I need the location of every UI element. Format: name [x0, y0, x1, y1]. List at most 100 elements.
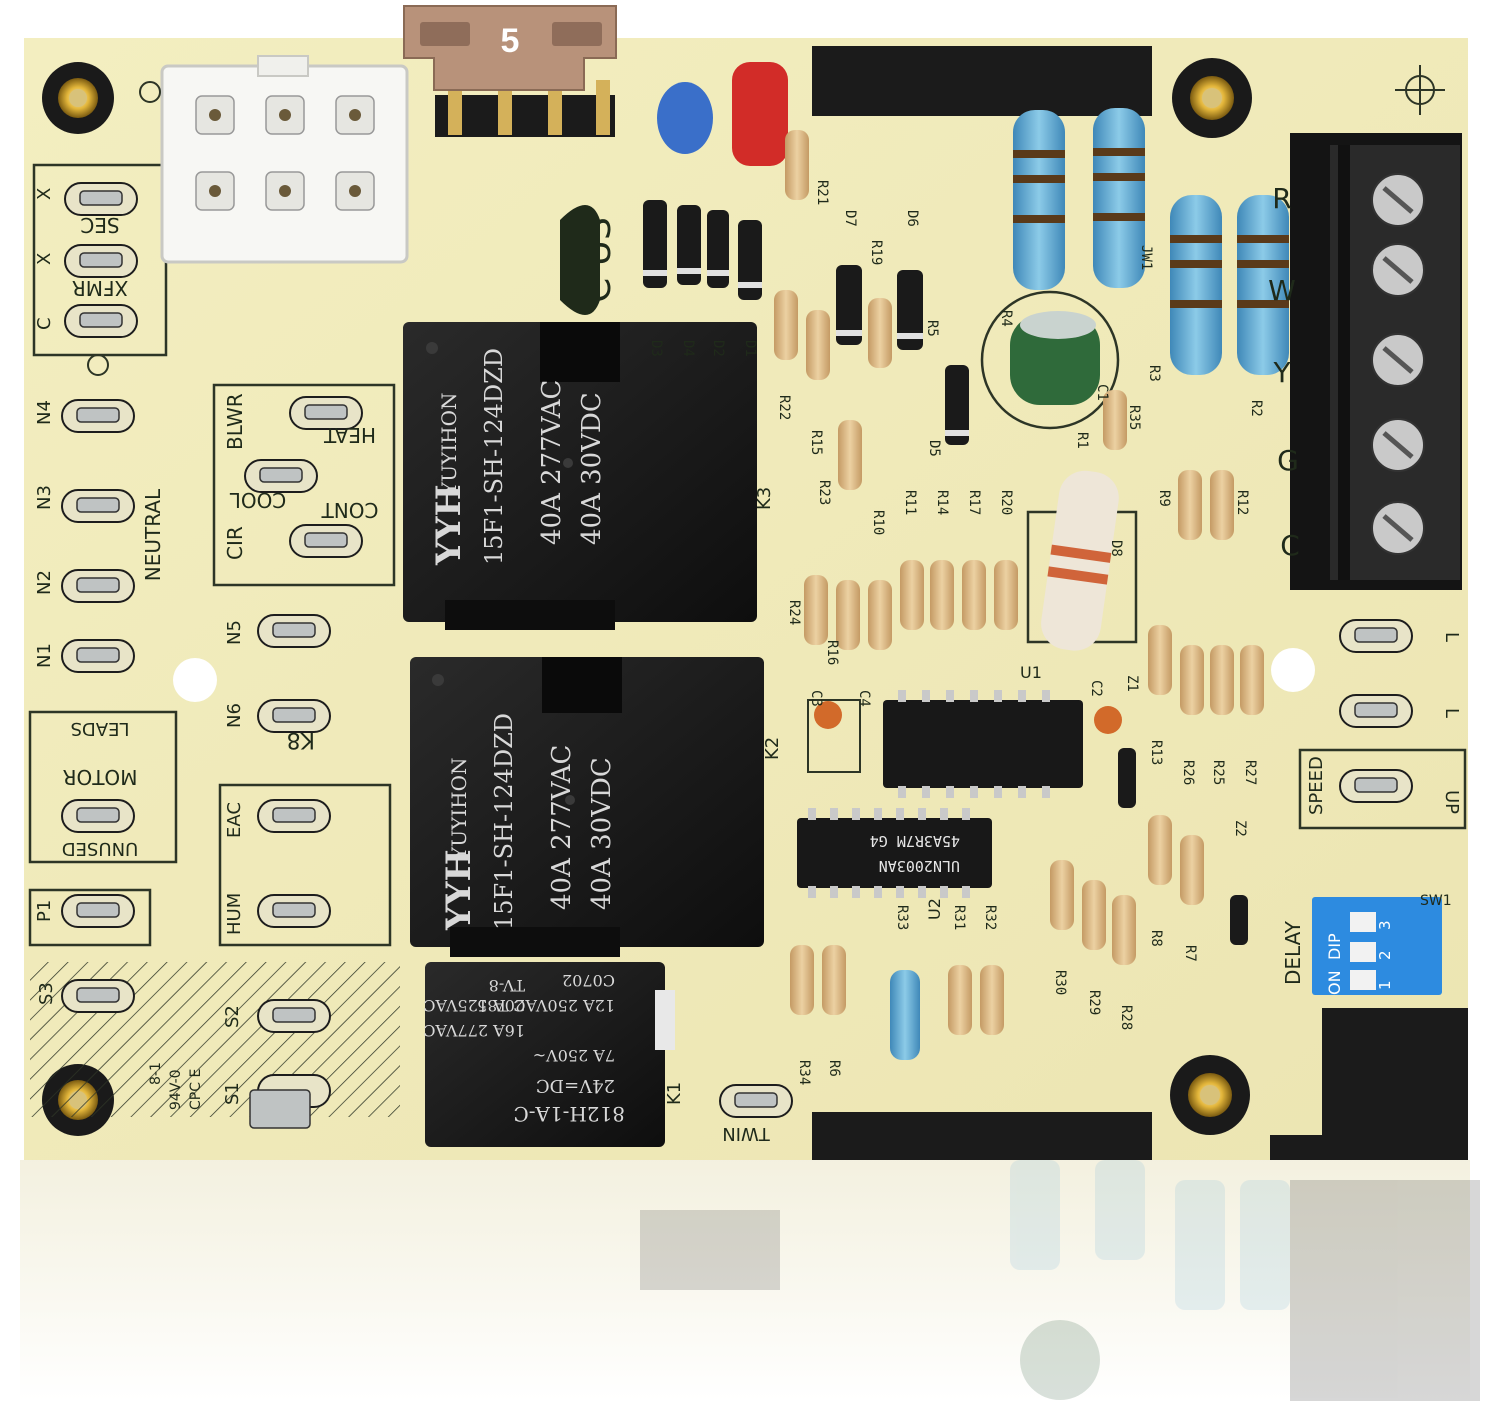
ref-d8: D8	[1108, 540, 1124, 557]
label-l1: L	[1441, 632, 1462, 642]
label-s3: S3	[36, 982, 57, 1005]
label-x1: X	[34, 188, 55, 200]
relay-k1-line4: 12A 250VAC T85	[477, 996, 615, 1015]
relay-k1-code: C0702	[562, 971, 615, 990]
relay-k3-rating-ac: 40A 277VAC	[537, 380, 567, 545]
label-p1: P1	[34, 900, 55, 922]
label-speed: SPEED	[1306, 756, 1327, 815]
dip-pos-2: 2	[1376, 950, 1394, 960]
ic-u2-part: ULN2003AN	[879, 857, 960, 875]
ref-r29: R29	[1086, 990, 1102, 1015]
terminal-block	[1290, 133, 1462, 590]
label-blwr: BLWR	[223, 393, 247, 450]
ref-r5: R5	[924, 320, 940, 337]
label-sec: SEC	[80, 213, 119, 237]
dip-pos-3: 3	[1376, 920, 1394, 930]
label-cont: CONT	[321, 498, 379, 522]
ref-r20: R20	[998, 490, 1014, 515]
tan-resistors	[774, 130, 1264, 1035]
fuse-rating: 5	[501, 22, 520, 60]
ref-r21: R21	[814, 180, 830, 205]
label-n2: N2	[34, 570, 55, 595]
ref-r2: R2	[1248, 400, 1264, 417]
ref-d1: D1	[742, 340, 758, 357]
relay-k2	[410, 657, 764, 957]
terminal-label-g: G	[1277, 444, 1299, 477]
diodes	[643, 200, 1248, 945]
ref-r8: R8	[1148, 930, 1164, 947]
ref-r12: R12	[1234, 490, 1250, 515]
ref-r13: R13	[1148, 740, 1164, 765]
label-grade: 94V-0	[168, 1069, 184, 1110]
relay-k1-line3: TV-8	[489, 976, 525, 995]
marker-hole	[1271, 648, 1315, 692]
ic-u1	[883, 690, 1083, 798]
label-s1: S1	[222, 1082, 243, 1105]
ref-c4: C4	[856, 690, 872, 707]
relay-k1-ref: K1	[664, 1082, 685, 1105]
label-twin: TWIN	[722, 1123, 771, 1144]
ref-r19: R19	[868, 240, 884, 265]
ref-c2: C2	[1088, 680, 1104, 697]
relay-k3-rating-dc: 40A 30VDC	[577, 392, 607, 545]
ref-r11: R11	[902, 490, 918, 515]
label-hum: HUM	[224, 893, 245, 935]
ref-d6: D6	[904, 210, 920, 227]
blue-resistors	[890, 108, 1289, 1060]
ref-r3: R3	[1146, 365, 1162, 382]
ref-r6: R6	[826, 1060, 842, 1077]
relay-k3-ref: K3	[754, 487, 775, 510]
terminal-label-c: C	[1280, 529, 1300, 562]
ref-r14: R14	[934, 490, 950, 515]
terminal-label-w: W	[1268, 274, 1296, 307]
electrolytic-capacitor	[980, 290, 1120, 430]
capacitor-blue	[657, 82, 713, 154]
spade-metal	[76, 190, 1398, 1129]
label-cool: COOL	[229, 488, 286, 512]
silk-block	[812, 1112, 1152, 1160]
label-heat: HEAT	[323, 423, 376, 447]
label-leads: LEADS	[70, 718, 129, 739]
ref-r35: R35	[1126, 405, 1142, 430]
ref-z2: Z2	[1232, 820, 1248, 837]
label-unused: UNUSED	[62, 838, 138, 859]
silk-block	[1270, 1008, 1468, 1160]
label-n6: N6	[224, 703, 245, 728]
molex-connector	[160, 55, 409, 264]
relay-k1-model: 812H-1A-C	[513, 1102, 625, 1126]
ref-z1: Z1	[1124, 675, 1140, 692]
label-up: UP	[1441, 790, 1462, 814]
label-n3: N3	[34, 485, 55, 510]
dip-pos-1: 1	[1376, 980, 1394, 990]
relay-k3-brand: YUYIHON	[437, 393, 461, 497]
ceramic-cap	[1094, 706, 1122, 734]
ref-r9: R9	[1156, 490, 1172, 507]
ref-r31: R31	[951, 905, 967, 930]
relay-k3	[403, 322, 757, 630]
relay-k2-logo: YYH	[439, 849, 479, 931]
dip-label: DELAY	[1281, 920, 1305, 985]
label-xfmr: XFMR	[72, 276, 128, 300]
ref-r22: R22	[776, 395, 792, 420]
relay-k1	[425, 962, 675, 1147]
component-refs: R21 R22 R15 R23 R19 R5 R4 R3 R2 R1 R35 R…	[648, 180, 1264, 1085]
dip-on: ON	[1325, 970, 1344, 995]
blade-fuse	[403, 5, 617, 137]
relay-k3-logo: YYH	[429, 484, 469, 566]
ref-r34: R34	[796, 1060, 812, 1085]
ref-r7: R7	[1182, 945, 1198, 962]
terminal-labels: R W Y G C	[1268, 182, 1300, 562]
relay-k2-model: 15F1-SH-124DZD	[490, 713, 518, 930]
ref-d3: D3	[648, 340, 664, 357]
ic-u1-ref: U1	[1020, 663, 1042, 682]
label-cpc: CPC E	[188, 1069, 204, 1110]
marker-hole	[173, 658, 217, 702]
ref-r1: R1	[1074, 432, 1090, 449]
ul-logo	[560, 205, 600, 315]
ref-r10: R10	[870, 510, 886, 535]
ref-r15: R15	[808, 430, 824, 455]
ref-d4: D4	[680, 340, 696, 357]
ref-r32: R32	[982, 905, 998, 930]
reflection-ghost	[640, 1160, 1480, 1401]
